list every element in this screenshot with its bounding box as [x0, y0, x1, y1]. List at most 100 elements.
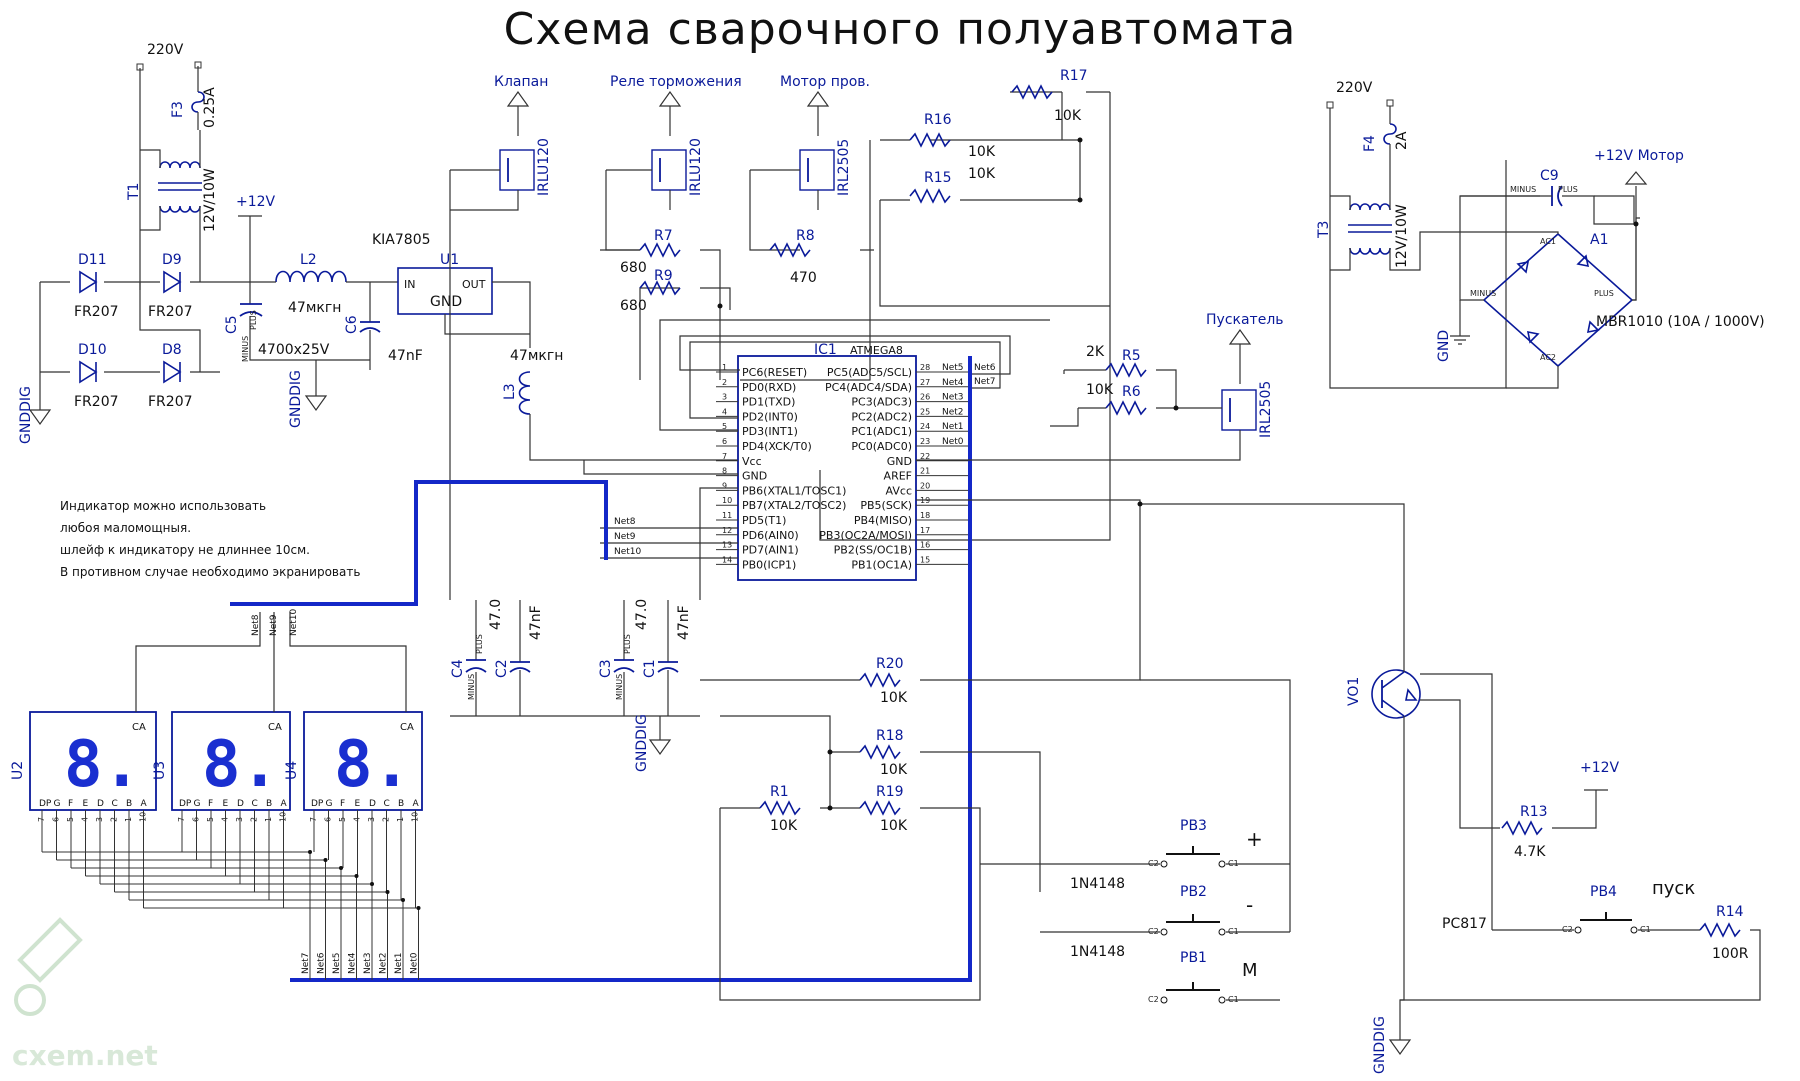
- svg-text:шлейф к индикатору не длиннее: шлейф к индикатору не длиннее 10см.: [60, 543, 310, 557]
- mcu-pin-1-num: 1: [722, 363, 727, 372]
- resistor-r20-value: 10K: [880, 690, 908, 706]
- display-0-seg-F: F: [68, 799, 73, 809]
- resistor-r6: [1105, 400, 1147, 416]
- net10-label: Net10: [614, 547, 642, 557]
- mcu-pin-2-num: 2: [722, 378, 727, 387]
- cap-c1-ref: C1: [642, 659, 658, 678]
- output-motor-label: Мотор пров.: [780, 74, 870, 90]
- mcu-pin-13-num: 13: [722, 541, 732, 550]
- plus12-label-b: +12V: [1580, 760, 1620, 776]
- svg-text:8.: 8.: [202, 728, 279, 802]
- resistor-r16-value: 10K: [968, 144, 996, 160]
- mcu-pin-25-num: 25: [920, 407, 930, 416]
- resistor-r14: [1699, 922, 1741, 938]
- button-pb2-label: -: [1246, 893, 1253, 917]
- mcu-pin-1-name: PC6(RESET): [742, 366, 807, 379]
- gnddig-label-2: GNDDIG: [288, 370, 304, 428]
- mcu-pin-4-num: 4: [722, 407, 727, 416]
- regulator-gnd: GND: [430, 294, 462, 310]
- mcu-pin-10-name: PB7(XTAL2/TOSC2): [742, 499, 846, 512]
- transformer-t3-value: 12V/10W: [1394, 204, 1410, 268]
- mcu-pin-20-num: 20: [920, 481, 930, 490]
- display-2-seg-F: F: [340, 799, 345, 809]
- diode-d10-value: FR207: [74, 394, 119, 410]
- regulator-out: OUT: [462, 278, 486, 291]
- bottom-net-4: Net3: [363, 952, 373, 974]
- fuse-f3-value: 0.25A: [202, 87, 218, 128]
- mcu-pin-3-name: PD1(TXD): [742, 396, 795, 409]
- mcu-pin-12-num: 12: [722, 526, 732, 535]
- mains-label-left: 220V: [147, 42, 184, 58]
- watermark-logo: cxem.net: [12, 917, 158, 1072]
- button-pb3-label: +: [1246, 827, 1263, 851]
- mcu-pin-5-num: 5: [722, 422, 727, 431]
- mcu-pin-13-name: PD7(AIN1): [742, 544, 799, 557]
- mcu-right-pins: 28PC5(ADC5/SCL)Net527PC4(ADC4/SDA)Net426…: [819, 363, 968, 571]
- resistor-r15-ref: R15: [924, 170, 952, 186]
- button-pb4[interactable]: [1574, 912, 1638, 934]
- cap-c5-plus: PLUS: [249, 310, 258, 330]
- inductor-l2-ref: L2: [300, 252, 317, 268]
- display-1-seg-E: E: [223, 799, 229, 809]
- resistor-r7: [639, 242, 681, 258]
- cap-c5-ref: C5: [224, 315, 240, 334]
- display-1-seg-A: A: [281, 799, 288, 809]
- display-segment-wiring: [41, 810, 421, 980]
- fuse-f3-ref: F3: [170, 101, 186, 118]
- bottom-net-1: Net6: [317, 952, 327, 974]
- display-u2: 8.: [29, 711, 157, 811]
- mcu-pin-17-name: PB3(OC2A/MOSI): [819, 529, 912, 542]
- resistor-r8-value: 470: [790, 270, 817, 286]
- resistor-r19: [859, 800, 901, 816]
- display-0-seg-E: E: [83, 799, 89, 809]
- cap-c4-plus: PLUS: [475, 634, 484, 654]
- display-select-bus: [230, 480, 608, 606]
- button-pb2[interactable]: [1160, 914, 1226, 936]
- resistor-r15-value: 10K: [968, 166, 996, 182]
- mcu-pin-7-name: Vcc: [742, 455, 762, 468]
- gnddig-label-3: GNDDIG: [634, 714, 650, 772]
- inductor-l2-value: 47мкгн: [288, 300, 341, 316]
- transformer-t1-ref: T1: [126, 183, 142, 201]
- button-pb3-c1: C1: [1228, 859, 1239, 868]
- button-pb1[interactable]: [1160, 982, 1226, 1004]
- mcu-pin-27-net: Net4: [942, 378, 964, 388]
- plus12-label-a: +12V: [236, 194, 276, 210]
- net7-label: Net7: [974, 377, 996, 387]
- cap-c6-ref: C6: [344, 315, 360, 334]
- resistor-r16-ref: R16: [924, 112, 952, 128]
- diode-d8: [163, 360, 182, 384]
- fuse-f4-ref: F4: [1362, 135, 1378, 152]
- mcu-pin-15-name: PB1(OC1A): [851, 558, 912, 571]
- button-pb4-label: пуск: [1652, 878, 1695, 899]
- gnd-label-right: GND: [1436, 330, 1452, 362]
- display-u4-ref: U4: [284, 761, 300, 780]
- resistor-r9-ref: R9: [654, 268, 673, 284]
- output-starter-label: Пускатель: [1206, 312, 1284, 328]
- mcu-pin-4-name: PD2(INT0): [742, 410, 798, 423]
- mcu-pin-17-num: 17: [920, 526, 930, 535]
- display-u2-ref: U2: [10, 761, 26, 780]
- diode-d9: [163, 270, 182, 294]
- bridge-ac1: AC1: [1540, 237, 1556, 246]
- mcu-pin-23-name: PC0(ADC0): [851, 440, 912, 453]
- mcu-pin-11-num: 11: [722, 511, 732, 520]
- inductor-l2: [275, 270, 347, 283]
- resistor-r1-ref: R1: [770, 784, 789, 800]
- bottom-net-6: Net1: [394, 952, 404, 974]
- output-brake-label: Реле торможения: [610, 74, 742, 90]
- watermark-text: cxem.net: [12, 1039, 158, 1072]
- bottom-net-5: Net2: [379, 952, 389, 974]
- button-pb3[interactable]: [1160, 846, 1226, 868]
- svg-text:Индикатор можно использовать: Индикатор можно использовать: [60, 499, 266, 513]
- display-u4: 8.: [303, 711, 423, 811]
- diode-d9-ref: D9: [162, 252, 182, 268]
- cap-c3-minus: MINUS: [615, 674, 624, 700]
- transformer-t1-value: 12V/10W: [202, 168, 218, 232]
- mcu-pin-10-num: 10: [722, 496, 732, 505]
- fuse-f3: [191, 91, 205, 113]
- display-1-seg-F: F: [208, 799, 213, 809]
- resistor-r5-ref: R5: [1122, 348, 1141, 364]
- button-pb2-c2: C2: [1148, 927, 1159, 936]
- diode-d11-value: FR207: [74, 304, 119, 320]
